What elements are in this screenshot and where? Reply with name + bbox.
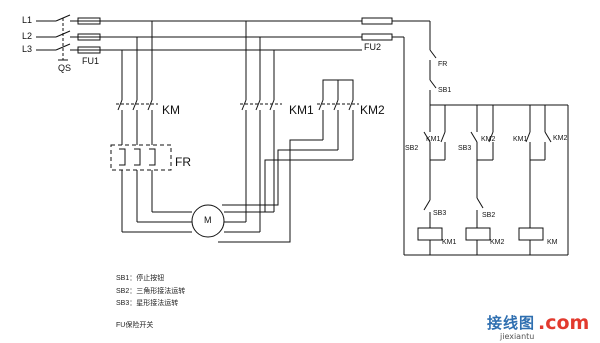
label-l1: L1 [22, 15, 33, 25]
legend-sb1: SB1：停止按钮 [116, 275, 165, 282]
label-sb1: SB1 [438, 87, 452, 94]
label-qs: QS [58, 63, 72, 73]
label-sb3-lower: SB3 [433, 210, 447, 217]
label-coil-km2: KM2 [490, 239, 505, 246]
control-circuit [403, 21, 569, 256]
label-coil-km: KM [547, 239, 558, 246]
watermark-cn: 接线图 [487, 314, 536, 332]
label-col3-km2: KM2 [553, 135, 568, 142]
legend-sb2: SB2：三角形接法运转 [116, 288, 186, 295]
label-col2-km2: KM2 [481, 136, 496, 143]
legend-fu: FU保险开关 [116, 322, 154, 329]
km-main-contacts [116, 99, 158, 145]
watermark-sub: jiexiantu [500, 332, 535, 341]
fu1-fuses [77, 17, 101, 54]
km-feed-wires [121, 21, 153, 100]
km2-contacts [218, 79, 359, 243]
label-km: KM [162, 103, 180, 117]
label-km2: KM2 [360, 103, 385, 117]
fr-thermal-relay [110, 144, 192, 233]
label-fr-contact: FR [438, 61, 448, 68]
label-sb2: SB2 [405, 145, 419, 152]
label-km1: KM1 [289, 103, 314, 117]
label-col3-km1: KM1 [513, 136, 528, 143]
label-fu2: FU2 [364, 42, 382, 52]
label-fu1: FU1 [82, 56, 100, 66]
watermark-com: .com [538, 312, 590, 334]
label-l3: L3 [22, 44, 33, 54]
motor-symbol [191, 204, 225, 238]
label-fr: FR [175, 155, 191, 169]
label-col1-km1: KM1 [426, 136, 441, 143]
km1-contacts [224, 21, 282, 233]
label-l2: L2 [22, 31, 33, 41]
qs-switch [55, 14, 71, 61]
label-sb2-lower: SB2 [482, 212, 496, 219]
supply-lines [36, 20, 430, 51]
legend-sb3: SB3：星形接法运转 [116, 300, 179, 307]
fu2-fuses [361, 17, 393, 41]
label-sb3: SB3 [458, 145, 472, 152]
label-coil-km1: KM1 [442, 239, 457, 246]
label-motor: M [204, 215, 212, 225]
